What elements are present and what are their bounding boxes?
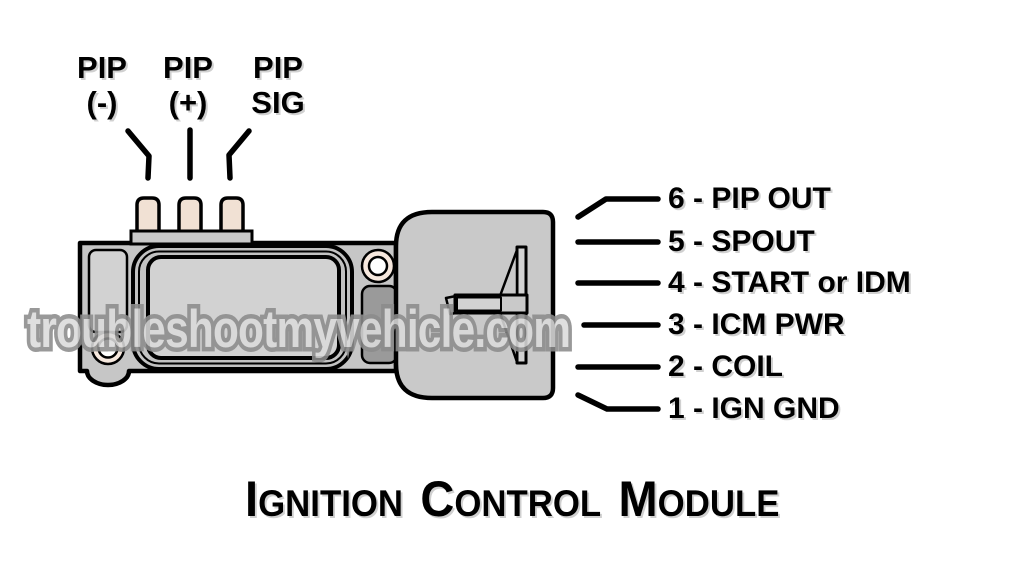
terminal-strip xyxy=(129,229,254,246)
terminal-pins xyxy=(135,196,245,236)
top-leader-lines xyxy=(125,127,252,181)
leader-pin-6 xyxy=(575,196,661,220)
pip-sig-label: PIP SIG xyxy=(223,50,333,120)
leader-pin-1 xyxy=(575,392,661,412)
pin-label-4: 4 - START or IDM xyxy=(668,266,911,299)
watermark-text: troubleshootmyvehicle.com xyxy=(27,300,571,359)
screw-hole-top xyxy=(360,248,396,284)
terminal-pin-2 xyxy=(177,196,203,236)
pip-neg-line2: (-) xyxy=(86,85,118,120)
pip-sig-line2: SIG xyxy=(251,85,305,120)
leader-pip-sig xyxy=(226,128,252,181)
diagram-title: IGNITION CONTROL MODULE xyxy=(0,474,1024,537)
leader-pip-neg xyxy=(125,128,152,181)
pin-label-1: 1 - IGN GND xyxy=(668,392,840,425)
pip-neg-line1: PIP xyxy=(77,50,127,85)
title-word-module: MODULE xyxy=(618,471,780,527)
terminal-pin-3 xyxy=(219,196,245,236)
pin-leader-lines xyxy=(575,196,661,412)
pip-pos-line2: (+) xyxy=(168,85,208,120)
watermark: troubleshootmyvehicle.com xyxy=(27,300,571,360)
pip-pos-line1: PIP xyxy=(163,50,213,85)
pin-label-5: 5 - SPOUT xyxy=(668,225,815,258)
pin-label-6: 6 - PIP OUT xyxy=(668,182,831,215)
pip-pos-label: PIP (+) xyxy=(133,50,243,120)
pip-sig-line1: PIP xyxy=(253,50,303,85)
diagram-title-text: IGNITION CONTROL MODULE xyxy=(245,474,779,537)
pin-label-3: 3 - ICM PWR xyxy=(668,308,845,341)
pip-neg-label: PIP (-) xyxy=(47,50,157,120)
terminal-pin-1 xyxy=(135,196,161,236)
title-word-ignition: IGNITION xyxy=(244,471,403,527)
title-word-control: CONTROL xyxy=(420,471,601,527)
pin-label-2: 2 - COIL xyxy=(668,350,784,383)
